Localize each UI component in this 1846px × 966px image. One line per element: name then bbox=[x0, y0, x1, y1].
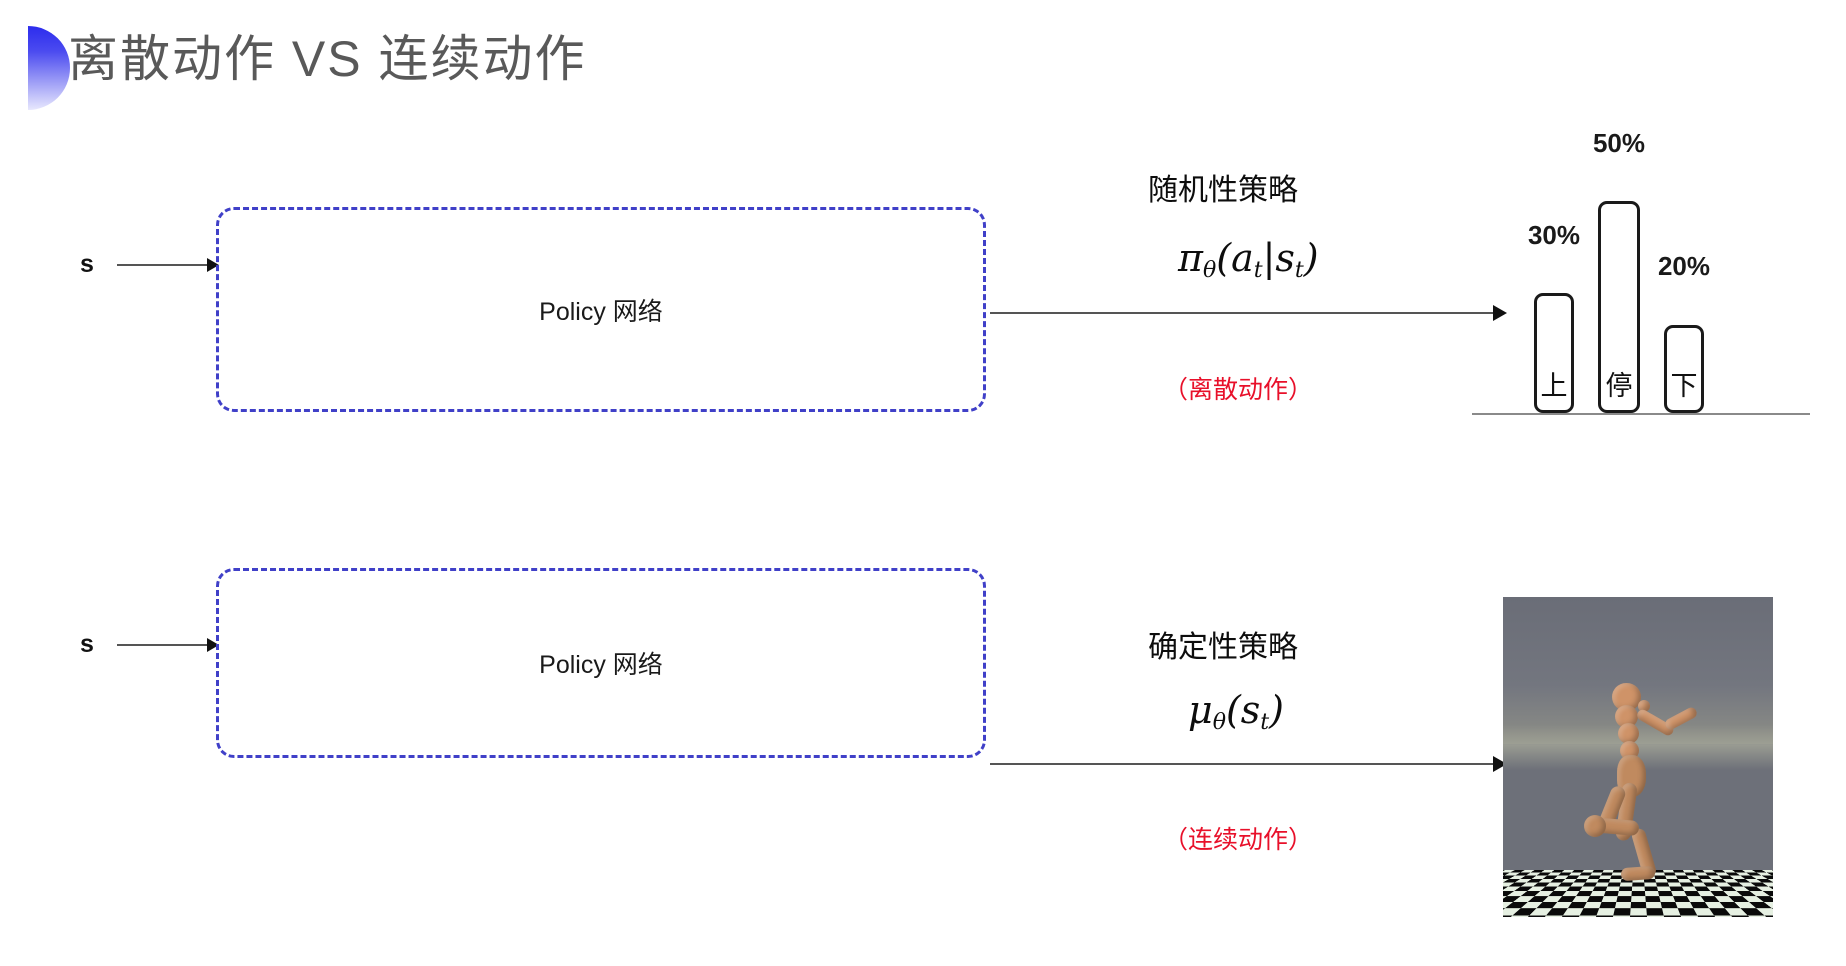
policy-network-box-discrete[interactable]: Policy 网络 bbox=[216, 207, 986, 412]
humanoid-simulation-image bbox=[1503, 597, 1773, 917]
page-title: 离散动作 VS 连续动作 bbox=[68, 31, 587, 87]
bar-value-stop: 50% bbox=[1592, 128, 1646, 158]
formula-open-s: (s bbox=[1225, 688, 1261, 732]
policy-formula-continuous: μθ(st) bbox=[1188, 688, 1284, 735]
chart-baseline bbox=[1472, 413, 1810, 415]
output-arrow-discrete bbox=[990, 312, 1505, 314]
policy-note-discrete: （离散动作） bbox=[1163, 376, 1314, 404]
bar-category-down: 下 bbox=[1670, 371, 1698, 401]
formula-close-2: ) bbox=[1269, 688, 1284, 732]
formula-bar-s: |s bbox=[1262, 236, 1295, 280]
formula-theta: θ bbox=[1202, 258, 1217, 284]
input-arrow-discrete bbox=[117, 264, 217, 266]
policy-network-box-continuous[interactable]: Policy 网络 bbox=[216, 568, 986, 758]
humanoid-foot bbox=[1620, 865, 1656, 882]
action-probability-bar-chart: 30% 上 50% 停 20% 下 bbox=[1472, 120, 1810, 415]
input-state-label-continuous: s bbox=[80, 630, 94, 658]
formula-pi: π bbox=[1178, 236, 1203, 280]
bar-category-up: 上 bbox=[1540, 371, 1568, 401]
humanoid-knee-right bbox=[1584, 815, 1606, 837]
formula-close: ) bbox=[1303, 236, 1319, 280]
humanoid-chest-lower bbox=[1618, 723, 1639, 744]
policy-note-continuous: （连续动作） bbox=[1163, 826, 1314, 854]
sim-sky bbox=[1503, 597, 1773, 745]
bar-category-stop: 停 bbox=[1605, 371, 1633, 401]
policy-network-label-discrete: Policy 网络 bbox=[539, 297, 663, 326]
formula-theta-2: θ bbox=[1212, 710, 1226, 736]
formula-t2: t bbox=[1294, 258, 1304, 284]
input-arrow-continuous bbox=[117, 644, 217, 646]
formula-t1: t bbox=[1253, 258, 1263, 284]
bar-value-down: 20% bbox=[1657, 251, 1711, 281]
policy-formula-discrete: πθ(at|st) bbox=[1178, 236, 1319, 283]
policy-name-continuous: 确定性策略 bbox=[1148, 631, 1298, 664]
policy-name-discrete: 随机性策略 bbox=[1148, 174, 1298, 207]
formula-open-a: (a bbox=[1216, 236, 1254, 280]
humanoid-chest-upper bbox=[1615, 705, 1638, 728]
bar-value-up: 30% bbox=[1527, 220, 1581, 250]
output-arrow-continuous bbox=[990, 763, 1505, 765]
bar-stop[interactable] bbox=[1598, 201, 1640, 413]
title-bullet-icon bbox=[14, 26, 70, 110]
policy-network-label-continuous: Policy 网络 bbox=[539, 651, 663, 679]
input-state-label-discrete: s bbox=[80, 250, 94, 278]
formula-mu: μ bbox=[1188, 688, 1213, 732]
formula-t3: t bbox=[1260, 710, 1270, 736]
bar-up[interactable] bbox=[1534, 293, 1574, 413]
bar-down[interactable] bbox=[1664, 325, 1704, 413]
